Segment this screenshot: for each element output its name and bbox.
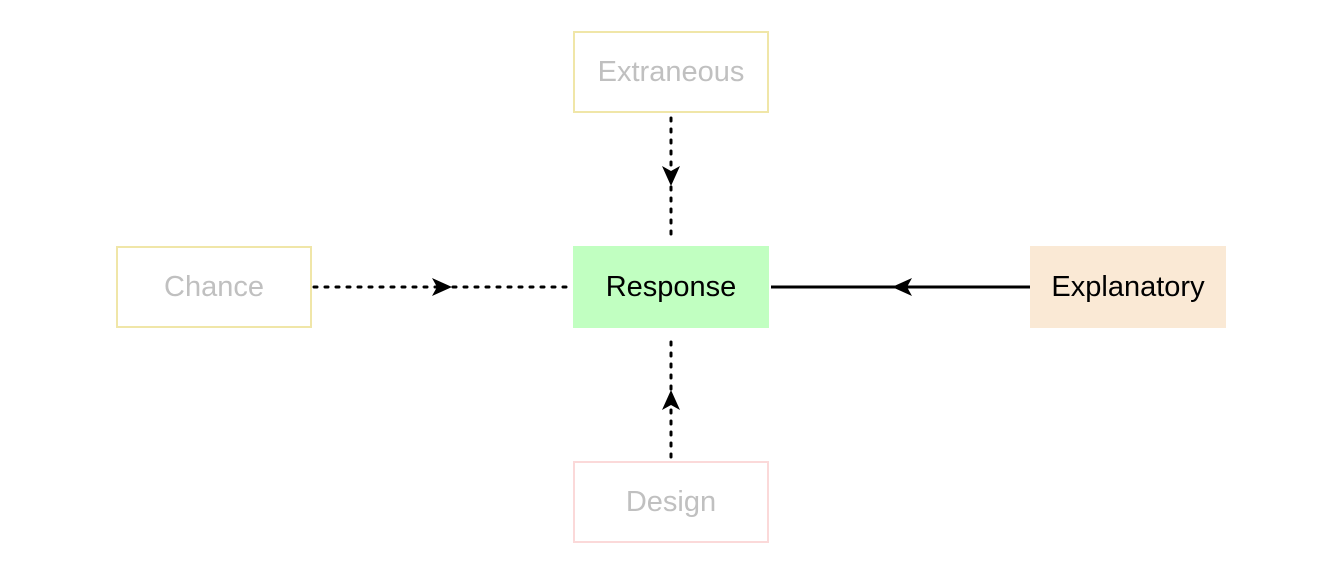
node-extraneous-label: Extraneous	[597, 55, 745, 88]
node-extraneous: Extraneous	[573, 31, 769, 113]
node-design: Design	[573, 461, 769, 543]
node-chance-label: Chance	[164, 270, 264, 303]
node-design-label: Design	[625, 485, 717, 518]
node-response-label: Response	[605, 270, 737, 303]
node-response: Response	[573, 246, 769, 328]
node-chance: Chance	[116, 246, 312, 328]
node-explanatory-label: Explanatory	[1051, 270, 1205, 303]
node-explanatory: Explanatory	[1030, 246, 1226, 328]
